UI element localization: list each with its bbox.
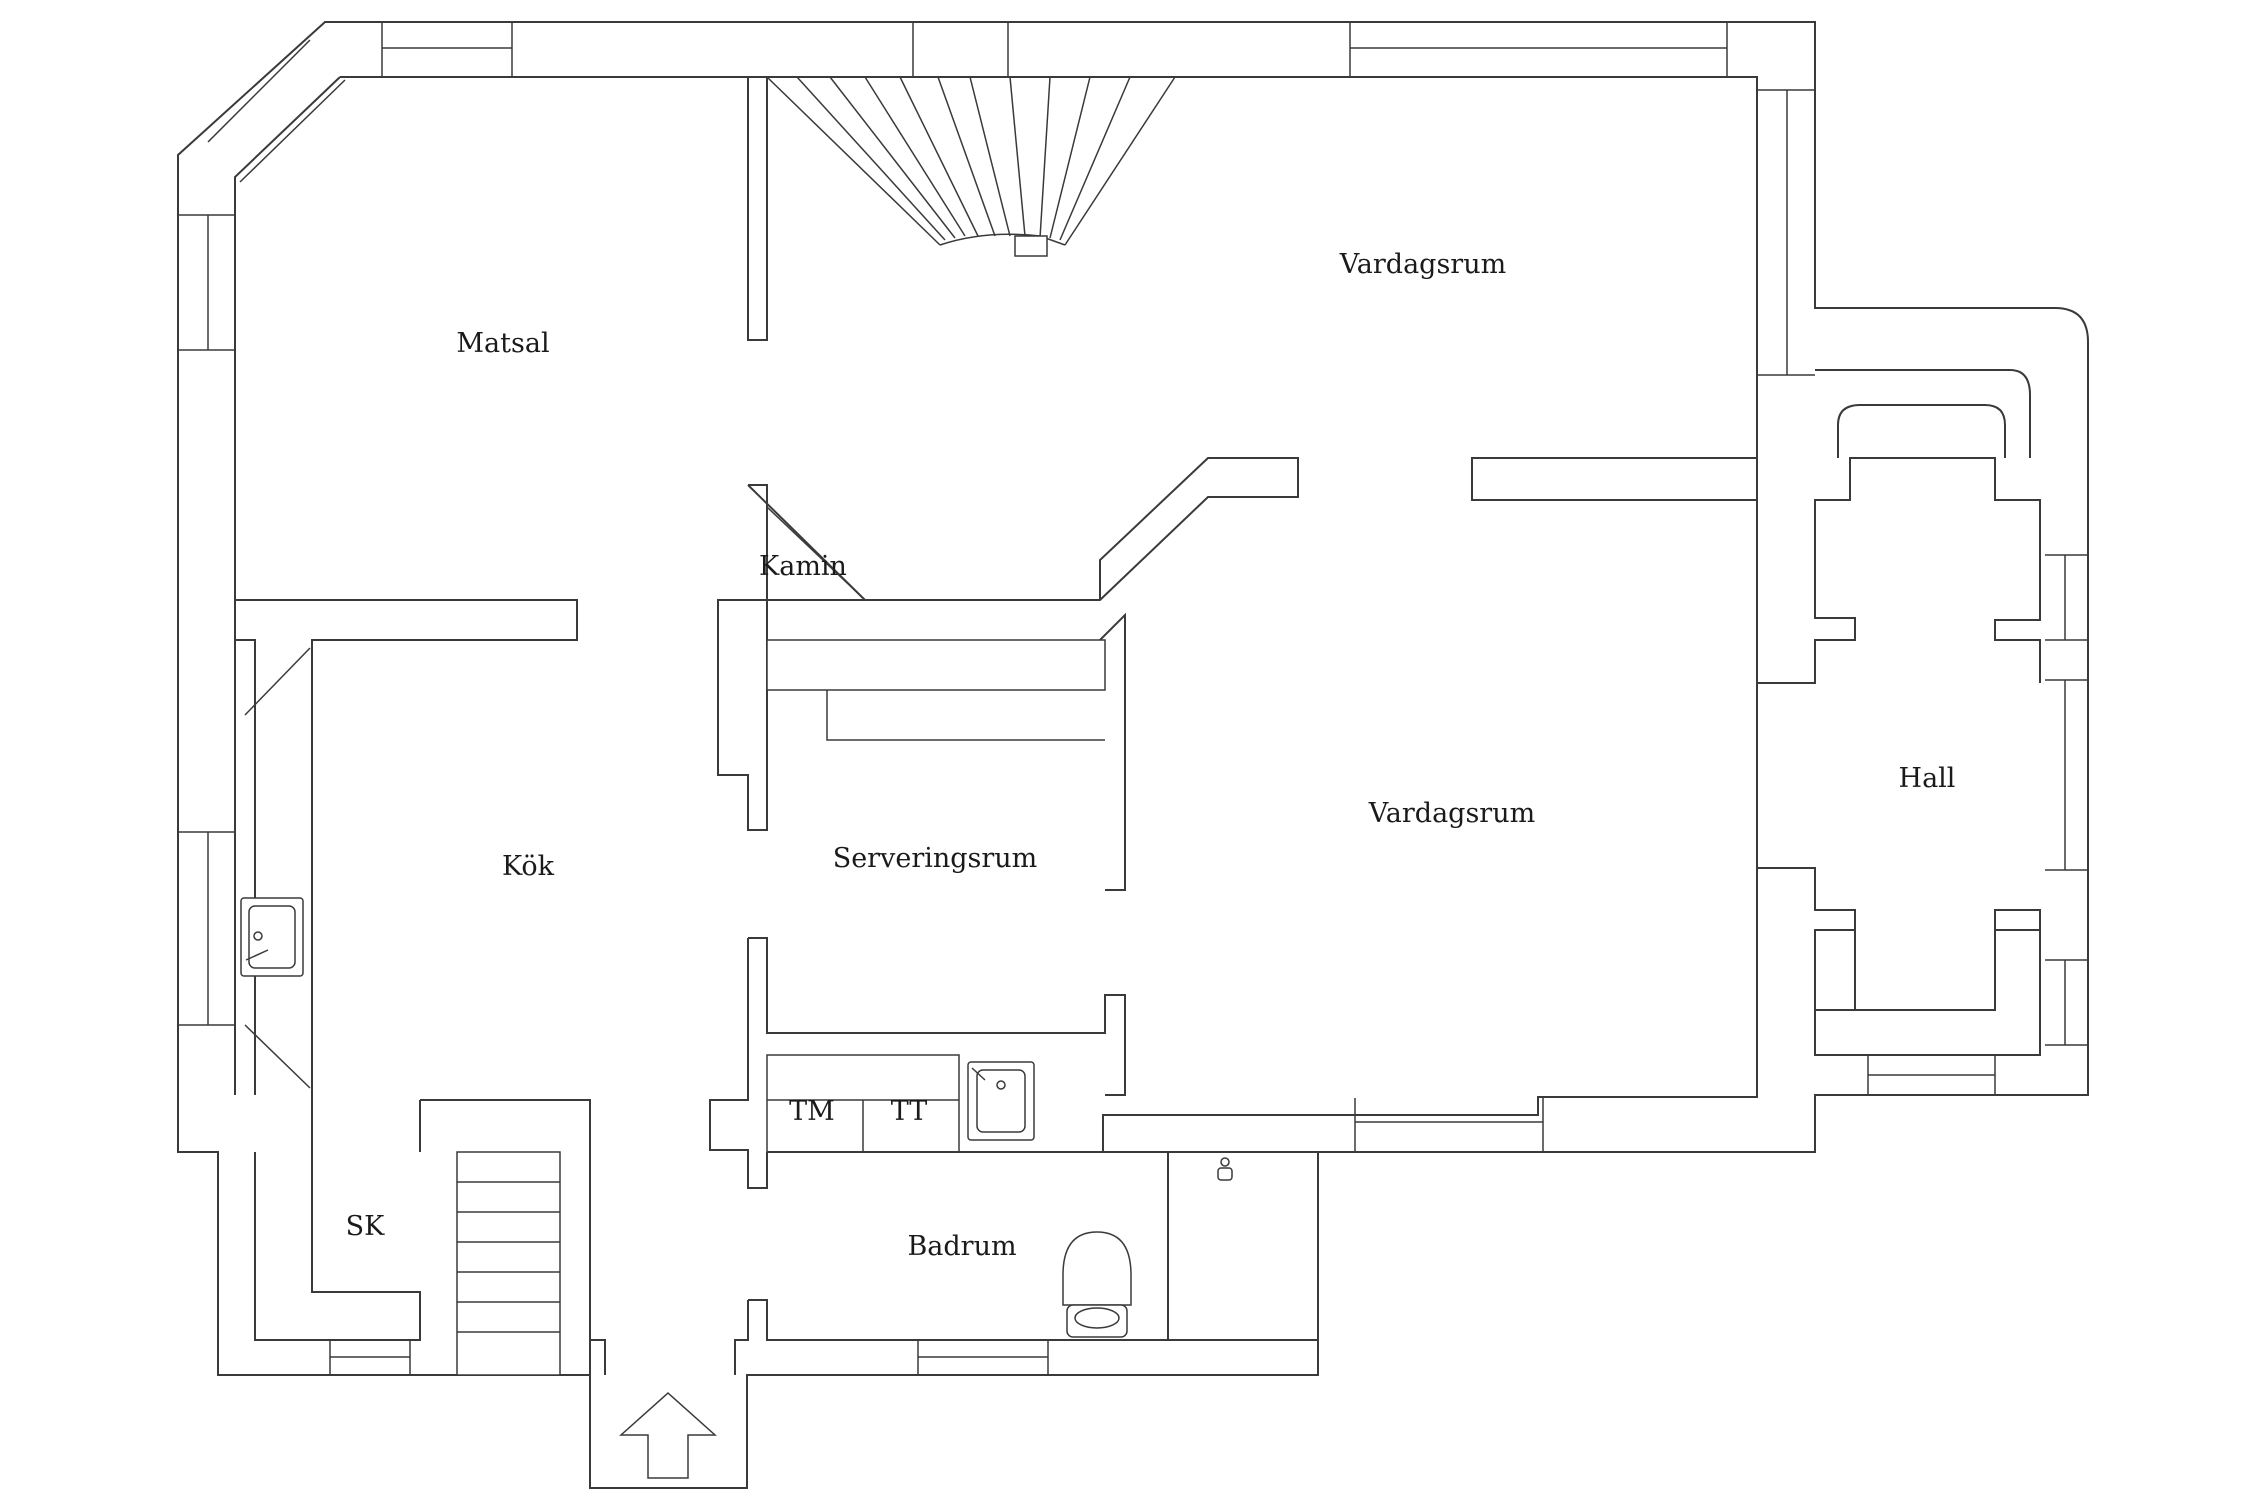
room-label-vardagsrum-main: Vardagsrum [1368, 798, 1535, 829]
room-labels: Matsal Vardagsrum Kamin Kök Serveringsru… [346, 249, 1956, 1262]
room-label-badrum: Badrum [907, 1231, 1016, 1262]
room-label-kok: Kök [502, 851, 555, 882]
room-label-sk: SK [346, 1211, 385, 1242]
room-label-hall: Hall [1899, 763, 1956, 794]
shower-head-icon [1217, 1157, 1233, 1181]
entrance-arrow-icon [589, 1375, 748, 1488]
serving-counter [766, 639, 1106, 691]
room-label-matsal: Matsal [456, 328, 549, 359]
straight-stair [456, 1151, 561, 1376]
room-label-serveringsrum: Serveringsrum [833, 843, 1038, 874]
sink-icon [240, 897, 304, 977]
outer-walls [177, 21, 2089, 1489]
sink-icon [967, 1061, 1035, 1141]
room-label-vardagsrum-top: Vardagsrum [1339, 249, 1506, 280]
stair-newel [1014, 235, 1048, 257]
fixture-label-tm: TM [789, 1096, 835, 1127]
interior-walls [235, 77, 2041, 1375]
toilet-icon [1062, 1231, 1132, 1338]
fixture-label-tt: TT [891, 1096, 928, 1127]
room-label-kamin: Kamin [759, 551, 847, 582]
staircase-icon [419, 76, 1176, 1376]
